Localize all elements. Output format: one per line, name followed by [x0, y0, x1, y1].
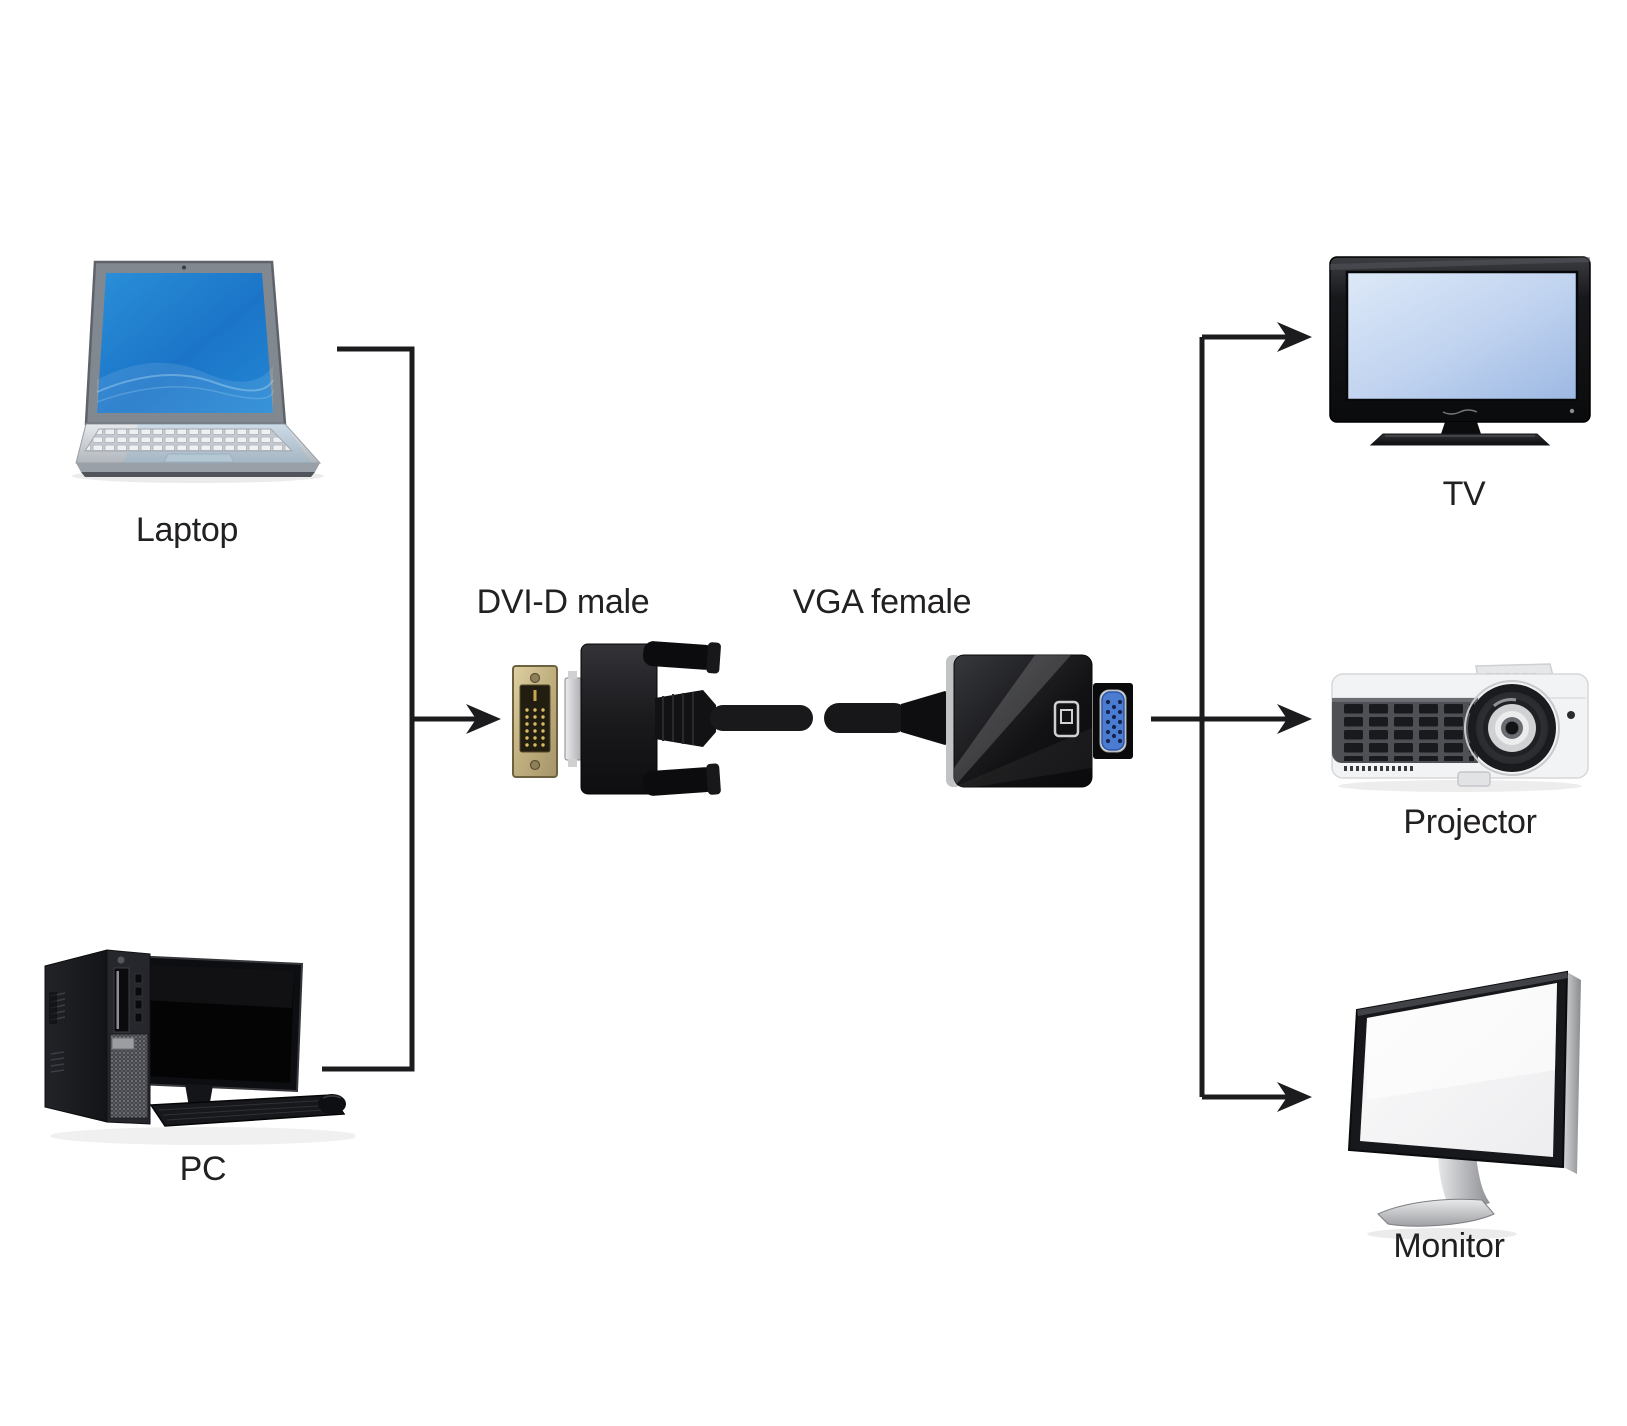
arrowhead-to-dvi	[466, 704, 501, 734]
monitor-stand-base	[1377, 1198, 1495, 1227]
laptop-keyboard	[84, 428, 294, 452]
laptop-front-edge	[76, 463, 320, 472]
laptop-label: Laptop	[135, 511, 239, 549]
dvi-strain-relief	[655, 690, 716, 747]
vga-adapter-box	[946, 654, 1093, 788]
tv-led	[1569, 408, 1575, 414]
monitor-shadow	[1367, 1228, 1517, 1240]
arrowhead-to-monitor	[1277, 1082, 1312, 1112]
tv-screen	[1345, 270, 1579, 402]
display-print-icon	[1053, 700, 1080, 738]
arrowhead-to-projector	[1277, 704, 1312, 734]
monitor-illustration	[1347, 970, 1581, 1240]
laptop-screen	[97, 273, 273, 413]
laptop-touchpad	[163, 453, 235, 463]
arrowhead-to-tv	[1277, 322, 1312, 352]
tv-illustration	[1329, 256, 1591, 446]
laptop-illustration	[72, 260, 324, 483]
dvi-male-label: DVI-D male	[476, 583, 650, 621]
line-laptop-pc-junction	[322, 346, 415, 1072]
projector-ir-sensor	[1567, 711, 1575, 719]
pc-badge	[111, 1037, 135, 1050]
laptop-webcam	[182, 265, 186, 270]
vga-female-label: VGA female	[792, 583, 972, 621]
tv-logo	[1442, 409, 1478, 415]
monitor-stand-neck	[1438, 1150, 1490, 1215]
projector-illustration	[1331, 663, 1589, 792]
projector-label: Projector	[1403, 803, 1537, 841]
pc-tower-side	[44, 949, 108, 1123]
projector-lens	[1464, 680, 1560, 776]
vga-female-port	[1093, 683, 1133, 759]
adapter-cable-left	[710, 705, 813, 731]
adapter-cable-right	[824, 703, 909, 733]
pc-illustration	[44, 949, 355, 1145]
tv-neck	[1441, 422, 1481, 434]
tv-label: TV	[1442, 475, 1486, 513]
pc-mouse	[318, 1094, 346, 1114]
dvi-male-connector	[512, 641, 721, 796]
adapter-boot	[901, 691, 954, 745]
projector-grille	[1342, 702, 1474, 761]
adapter-assembly	[512, 641, 1133, 796]
pc-label: PC	[179, 1150, 227, 1188]
pc-optical-drive	[113, 967, 130, 1033]
monitor-label: Monitor	[1393, 1227, 1505, 1265]
projector-vent-dots	[1344, 766, 1413, 771]
pc-power-button	[117, 956, 125, 964]
dvi-thumbscrew-bottom	[643, 767, 716, 796]
projector-foot	[1457, 771, 1491, 787]
monitor-side-edge	[1563, 972, 1581, 1174]
pc-shadow	[50, 1127, 355, 1145]
dvi-thumbscrew-top	[643, 641, 716, 670]
